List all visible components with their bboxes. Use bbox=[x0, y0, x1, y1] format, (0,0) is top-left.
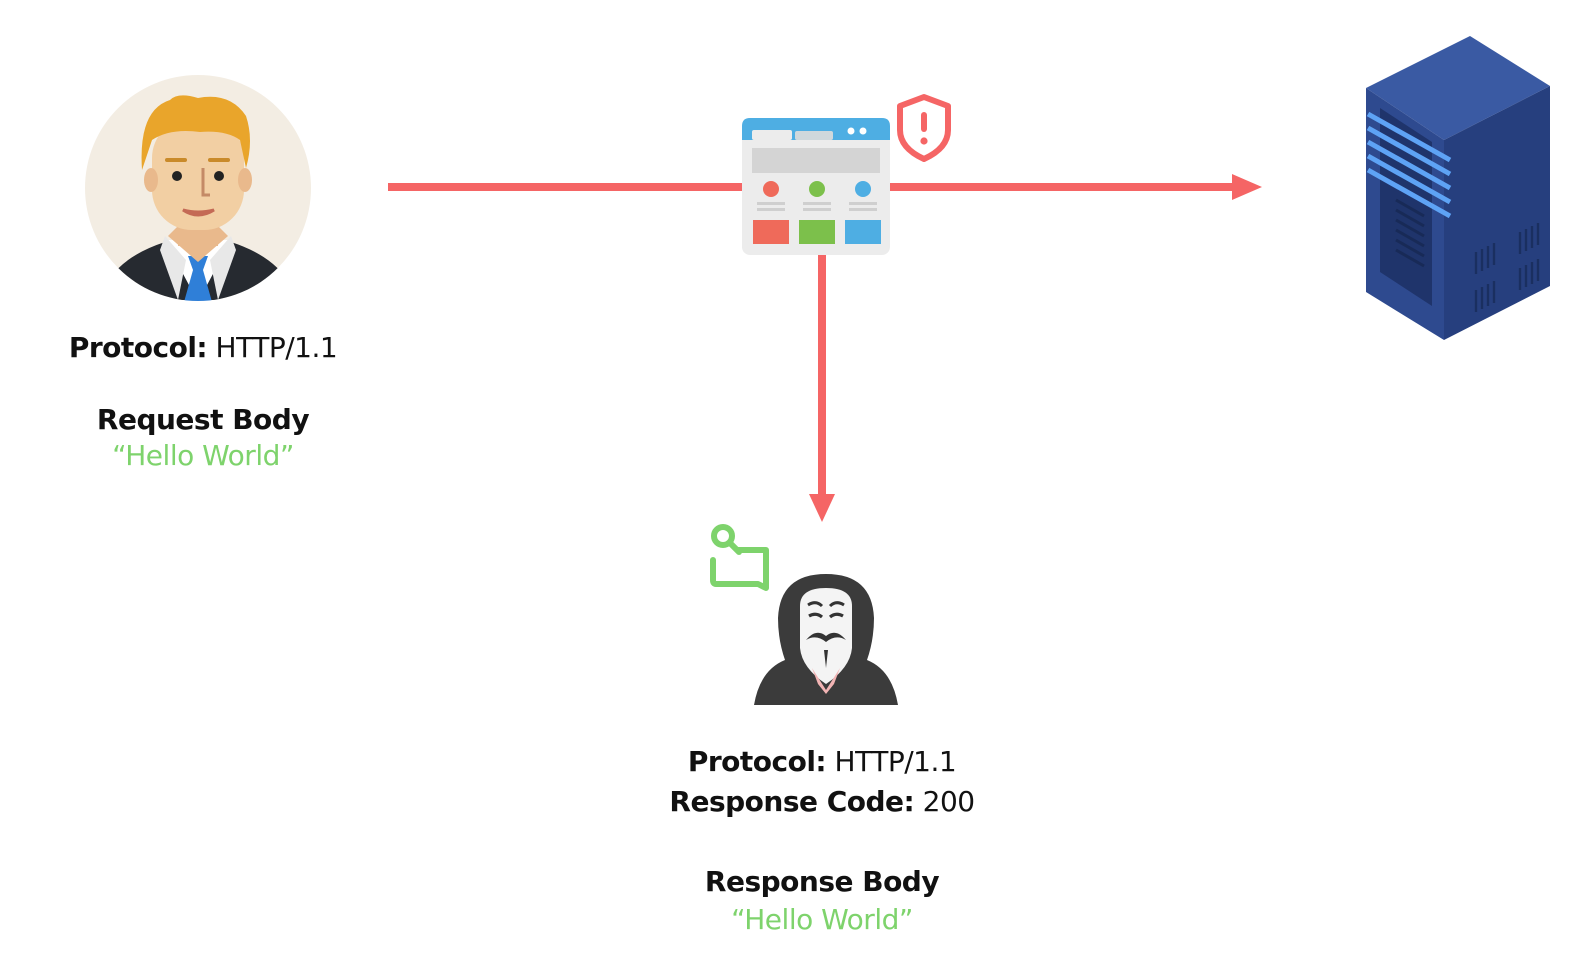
hacker-icon bbox=[754, 574, 898, 705]
attacker-response-body-label: Response Body bbox=[704, 865, 940, 898]
intercept-arrow bbox=[809, 250, 835, 522]
client-protocol-value: HTTP/1.1 bbox=[215, 331, 338, 364]
client-protocol-key: Protocol: bbox=[68, 331, 208, 364]
shield-alert-icon bbox=[897, 94, 951, 162]
attacker-response-code-line: Response Code: 200 bbox=[582, 784, 1062, 820]
server-rack-icon bbox=[1366, 36, 1550, 340]
attacker-response-body-value: “Hello World” bbox=[731, 903, 913, 936]
client-request-body-heading: Request Body bbox=[38, 402, 368, 438]
attacker-response-code-value: 200 bbox=[922, 785, 975, 818]
search-message-icon bbox=[710, 524, 769, 591]
user-avatar-icon bbox=[85, 75, 311, 301]
attacker-protocol-line: Protocol: HTTP/1.1 bbox=[612, 744, 1032, 780]
attacker-response-code-key: Response Code: bbox=[669, 785, 915, 818]
attacker-protocol-value: HTTP/1.1 bbox=[834, 745, 957, 778]
attacker-response-body-heading: Response Body bbox=[612, 864, 1032, 900]
client-request-body-label: Request Body bbox=[96, 403, 310, 436]
client-protocol-line: Protocol: HTTP/1.1 bbox=[38, 330, 368, 366]
browser-window-icon bbox=[742, 118, 890, 255]
attacker-protocol-key: Protocol: bbox=[687, 745, 827, 778]
client-request-body-value: “Hello World” bbox=[112, 439, 294, 472]
